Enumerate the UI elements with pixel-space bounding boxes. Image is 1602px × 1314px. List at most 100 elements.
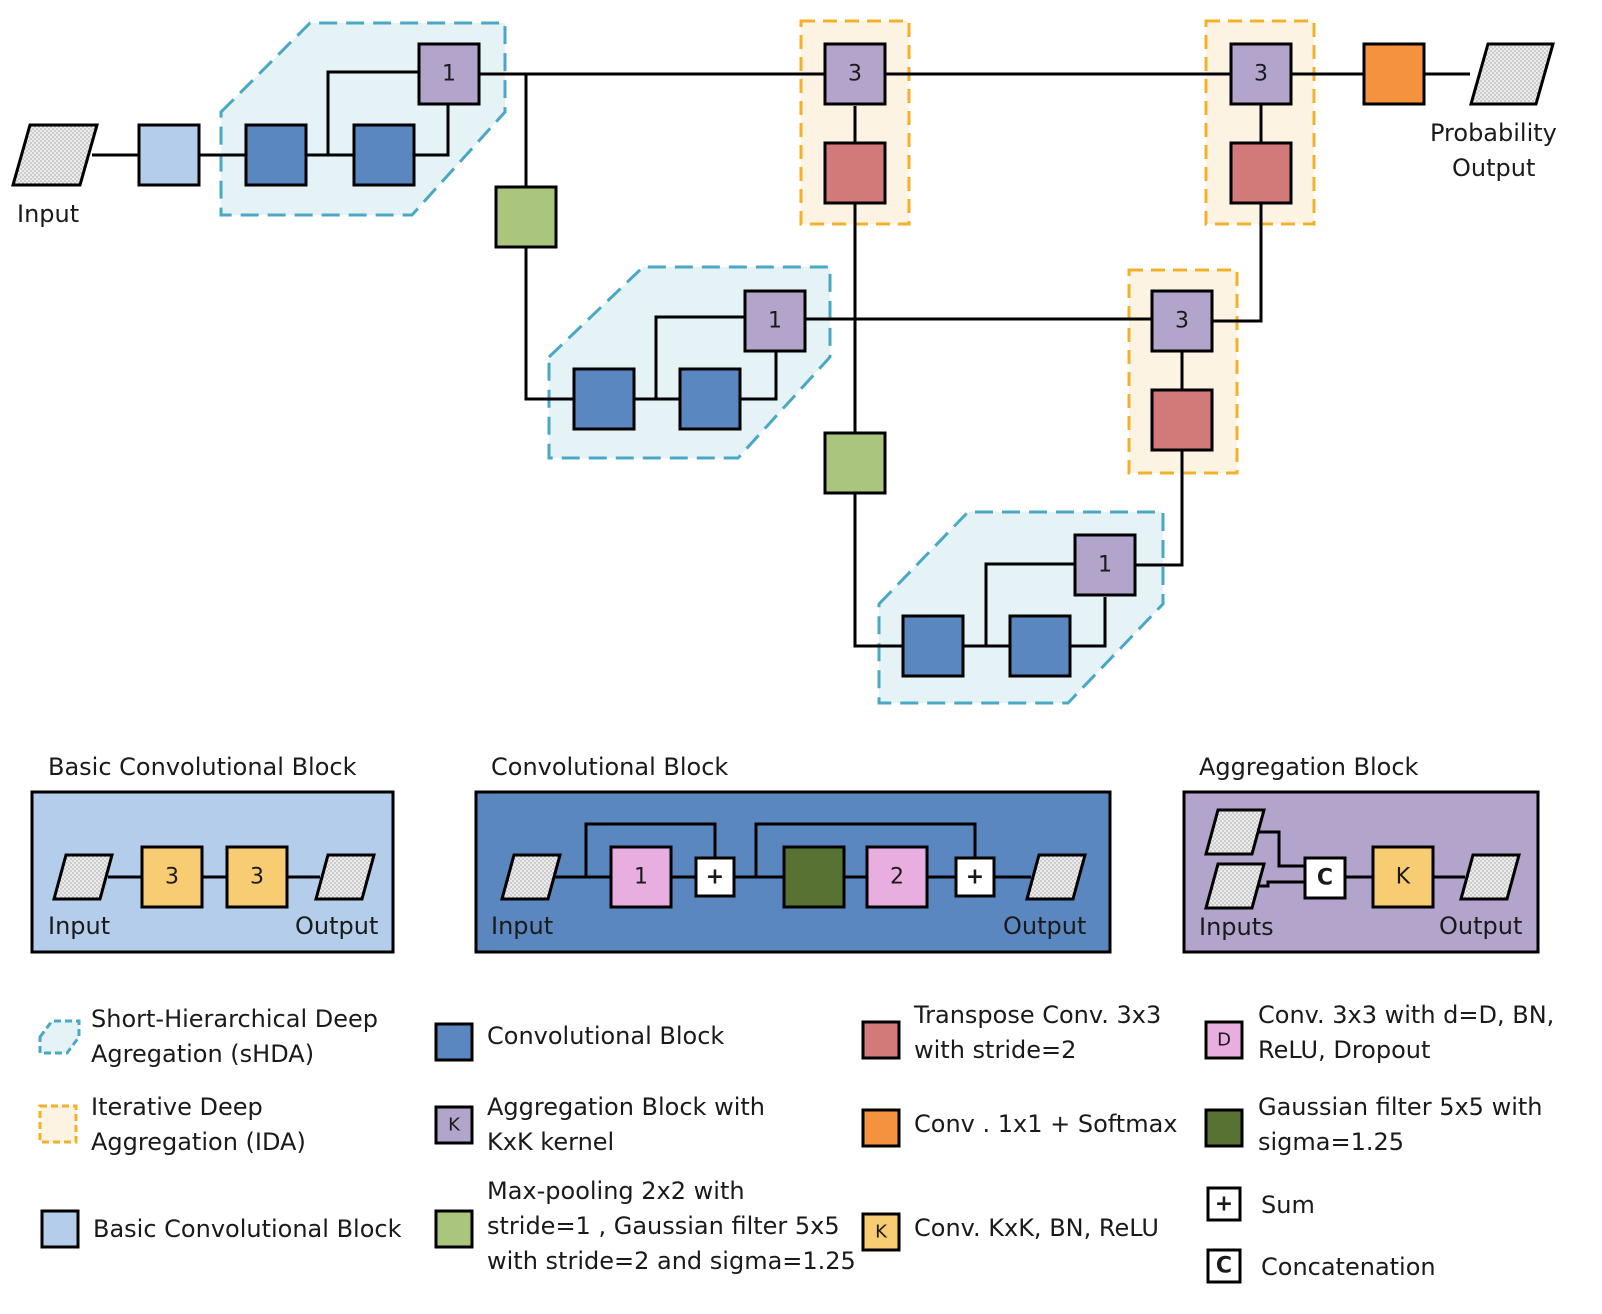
softmax-block (1362, 42, 1426, 106)
legend-pool-label-2: stride=1 , Gaussian filter 5x5 (487, 1212, 840, 1240)
legend-convd-symbol: D (1217, 1030, 1231, 1051)
conv-block (572, 367, 636, 431)
legend-transpose-label-1: Transpose Conv. 3x3 (913, 1001, 1161, 1029)
legend-pool-label-3: with stride=2 and sigma=1.25 (487, 1247, 856, 1275)
agg-panel-concat-label: C (1317, 866, 1333, 891)
legend-convk-label: Conv. KxK, BN, ReLU (914, 1214, 1159, 1242)
maxpool-block (823, 431, 887, 495)
aggregation-block-k1-label: 1 (442, 62, 456, 87)
agg-panel-input-2 (1204, 862, 1266, 910)
conv-panel-input-label: Input (491, 912, 553, 940)
input-node (11, 123, 99, 187)
conv-block (352, 123, 416, 187)
legend-shda-label-2: Agregation (sHDA) (91, 1040, 314, 1068)
legend: Short-Hierarchical Deep Agregation (sHDA… (38, 1001, 1554, 1284)
conv-panel-sum-2-label: + (966, 865, 984, 890)
legend-gaussian-swatch (1204, 1108, 1244, 1148)
agg-panel-input-label: Inputs (1199, 913, 1274, 941)
legend-convd-swatch (1204, 1020, 1244, 1060)
agg-panel-concat (1303, 856, 1347, 900)
conv-panel-title: Convolutional Block (491, 753, 728, 781)
legend-conv-label: Convolutional Block (487, 1022, 724, 1050)
transpose-conv-block (1150, 388, 1214, 452)
input-label: Input (17, 200, 79, 228)
basic-conv-panel-title: Basic Convolutional Block (48, 753, 357, 781)
legend-concat-swatch (1206, 1248, 1242, 1284)
legend-basic-swatch (40, 1209, 80, 1249)
legend-convd-label-1: Conv. 3x3 with d=D, BN, (1258, 1001, 1554, 1029)
basic-conv-panel-conv-k3-label: 3 (250, 865, 264, 890)
conv-panel-sum-1 (694, 856, 736, 898)
legend-softmax-label: Conv . 1x1 + Softmax (914, 1110, 1178, 1138)
conv-panel-wires (551, 822, 1031, 879)
legend-agg-label-1: Aggregation Block with (487, 1093, 765, 1121)
legend-gaussian-label-2: sigma=1.25 (1258, 1128, 1404, 1156)
conv-panel-output (1025, 853, 1087, 901)
legend-shda-swatch (38, 1019, 81, 1055)
agg-panel-wires (1245, 830, 1465, 888)
aggregation-block-k3-label: 3 (1254, 62, 1268, 87)
legend-pool-label-1: Max-pooling 2x2 with (487, 1177, 745, 1205)
legend-agg-symbol: K (448, 1115, 461, 1136)
legend-softmax-swatch (861, 1108, 901, 1148)
output-label-line1: Probability (1430, 119, 1557, 147)
conv-block (901, 614, 965, 678)
conv-panel-output-label: Output (1003, 912, 1086, 940)
legend-sum-symbol: + (1215, 1192, 1233, 1217)
basic-conv-panel-conv-k3-label: 3 (165, 865, 179, 890)
conv-block (244, 123, 308, 187)
legend-conv-swatch (434, 1022, 474, 1062)
conv-panel-dilated-conv-2-label: 2 (890, 865, 904, 890)
legend-gaussian-label-1: Gaussian filter 5x5 with (1258, 1093, 1542, 1121)
output-label-line2: Output (1452, 154, 1535, 182)
aggregation-block-k3 (1150, 289, 1214, 353)
aggregation-block-k1 (743, 289, 807, 353)
basic-conv-panel-output (314, 853, 376, 901)
conv-panel-sum-2 (954, 856, 996, 898)
basic-conv-block (137, 123, 201, 187)
conv-panel-input (500, 853, 562, 901)
connections (92, 70, 1470, 648)
aggregation-block-k1 (1073, 533, 1137, 597)
legend-ida-swatch (38, 1104, 78, 1144)
legend-convk-swatch (861, 1212, 901, 1252)
agg-panel-output (1459, 853, 1521, 901)
basic-conv-panel-input-label: Input (48, 912, 110, 940)
legend-agg-label-2: KxK kernel (487, 1128, 614, 1156)
agg-panel-input-1 (1204, 808, 1266, 856)
legend-ida-label-1: Iterative Deep (91, 1093, 263, 1121)
basic-conv-panel-input (52, 853, 114, 901)
legend-sum-swatch (1206, 1186, 1242, 1222)
maxpool-block (494, 185, 558, 249)
transpose-conv-block (823, 141, 887, 205)
legend-concat-symbol: C (1216, 1254, 1232, 1279)
aggregation-block-k3-label: 3 (1175, 309, 1189, 334)
legend-agg-swatch (434, 1105, 474, 1145)
conv-panel-gaussian-filter (782, 845, 846, 909)
conv-panel-dilated-conv-1 (609, 845, 673, 909)
aggregation-block-k1 (417, 42, 481, 106)
agg-panel-conv-kxk-label: K (1396, 865, 1411, 890)
basic-conv-panel-output-label: Output (295, 912, 378, 940)
basic-conv-panel-conv-k3 (225, 845, 289, 909)
aggregation-block-k1-label: 1 (768, 309, 782, 334)
legend-shda-label-1: Short-Hierarchical Deep (91, 1005, 378, 1033)
legend-transpose-label-2: with stride=2 (914, 1036, 1076, 1064)
legend-pool-swatch (434, 1209, 474, 1249)
legend-convk-symbol: K (875, 1222, 888, 1243)
legend-concat-label: Concatenation (1261, 1253, 1436, 1281)
conv-block (678, 367, 742, 431)
transpose-conv-block (1229, 141, 1293, 205)
conv-panel-dilated-conv-2 (865, 845, 929, 909)
basic-conv-panel-conv-k3 (140, 845, 204, 909)
aggregation-block-k1-label: 1 (1098, 553, 1112, 578)
agg-panel-output-label: Output (1439, 912, 1522, 940)
conv-panel-sum-1-label: + (706, 865, 724, 890)
legend-transpose-swatch (861, 1020, 901, 1060)
agg-panel-conv-kxk (1371, 845, 1435, 909)
legend-ida-label-2: Aggregation (IDA) (91, 1128, 306, 1156)
conv-panel-dilated-conv-1-label: 1 (634, 865, 648, 890)
legend-sum-label: Sum (1261, 1191, 1315, 1219)
legend-basic-label: Basic Convolutional Block (93, 1215, 402, 1243)
